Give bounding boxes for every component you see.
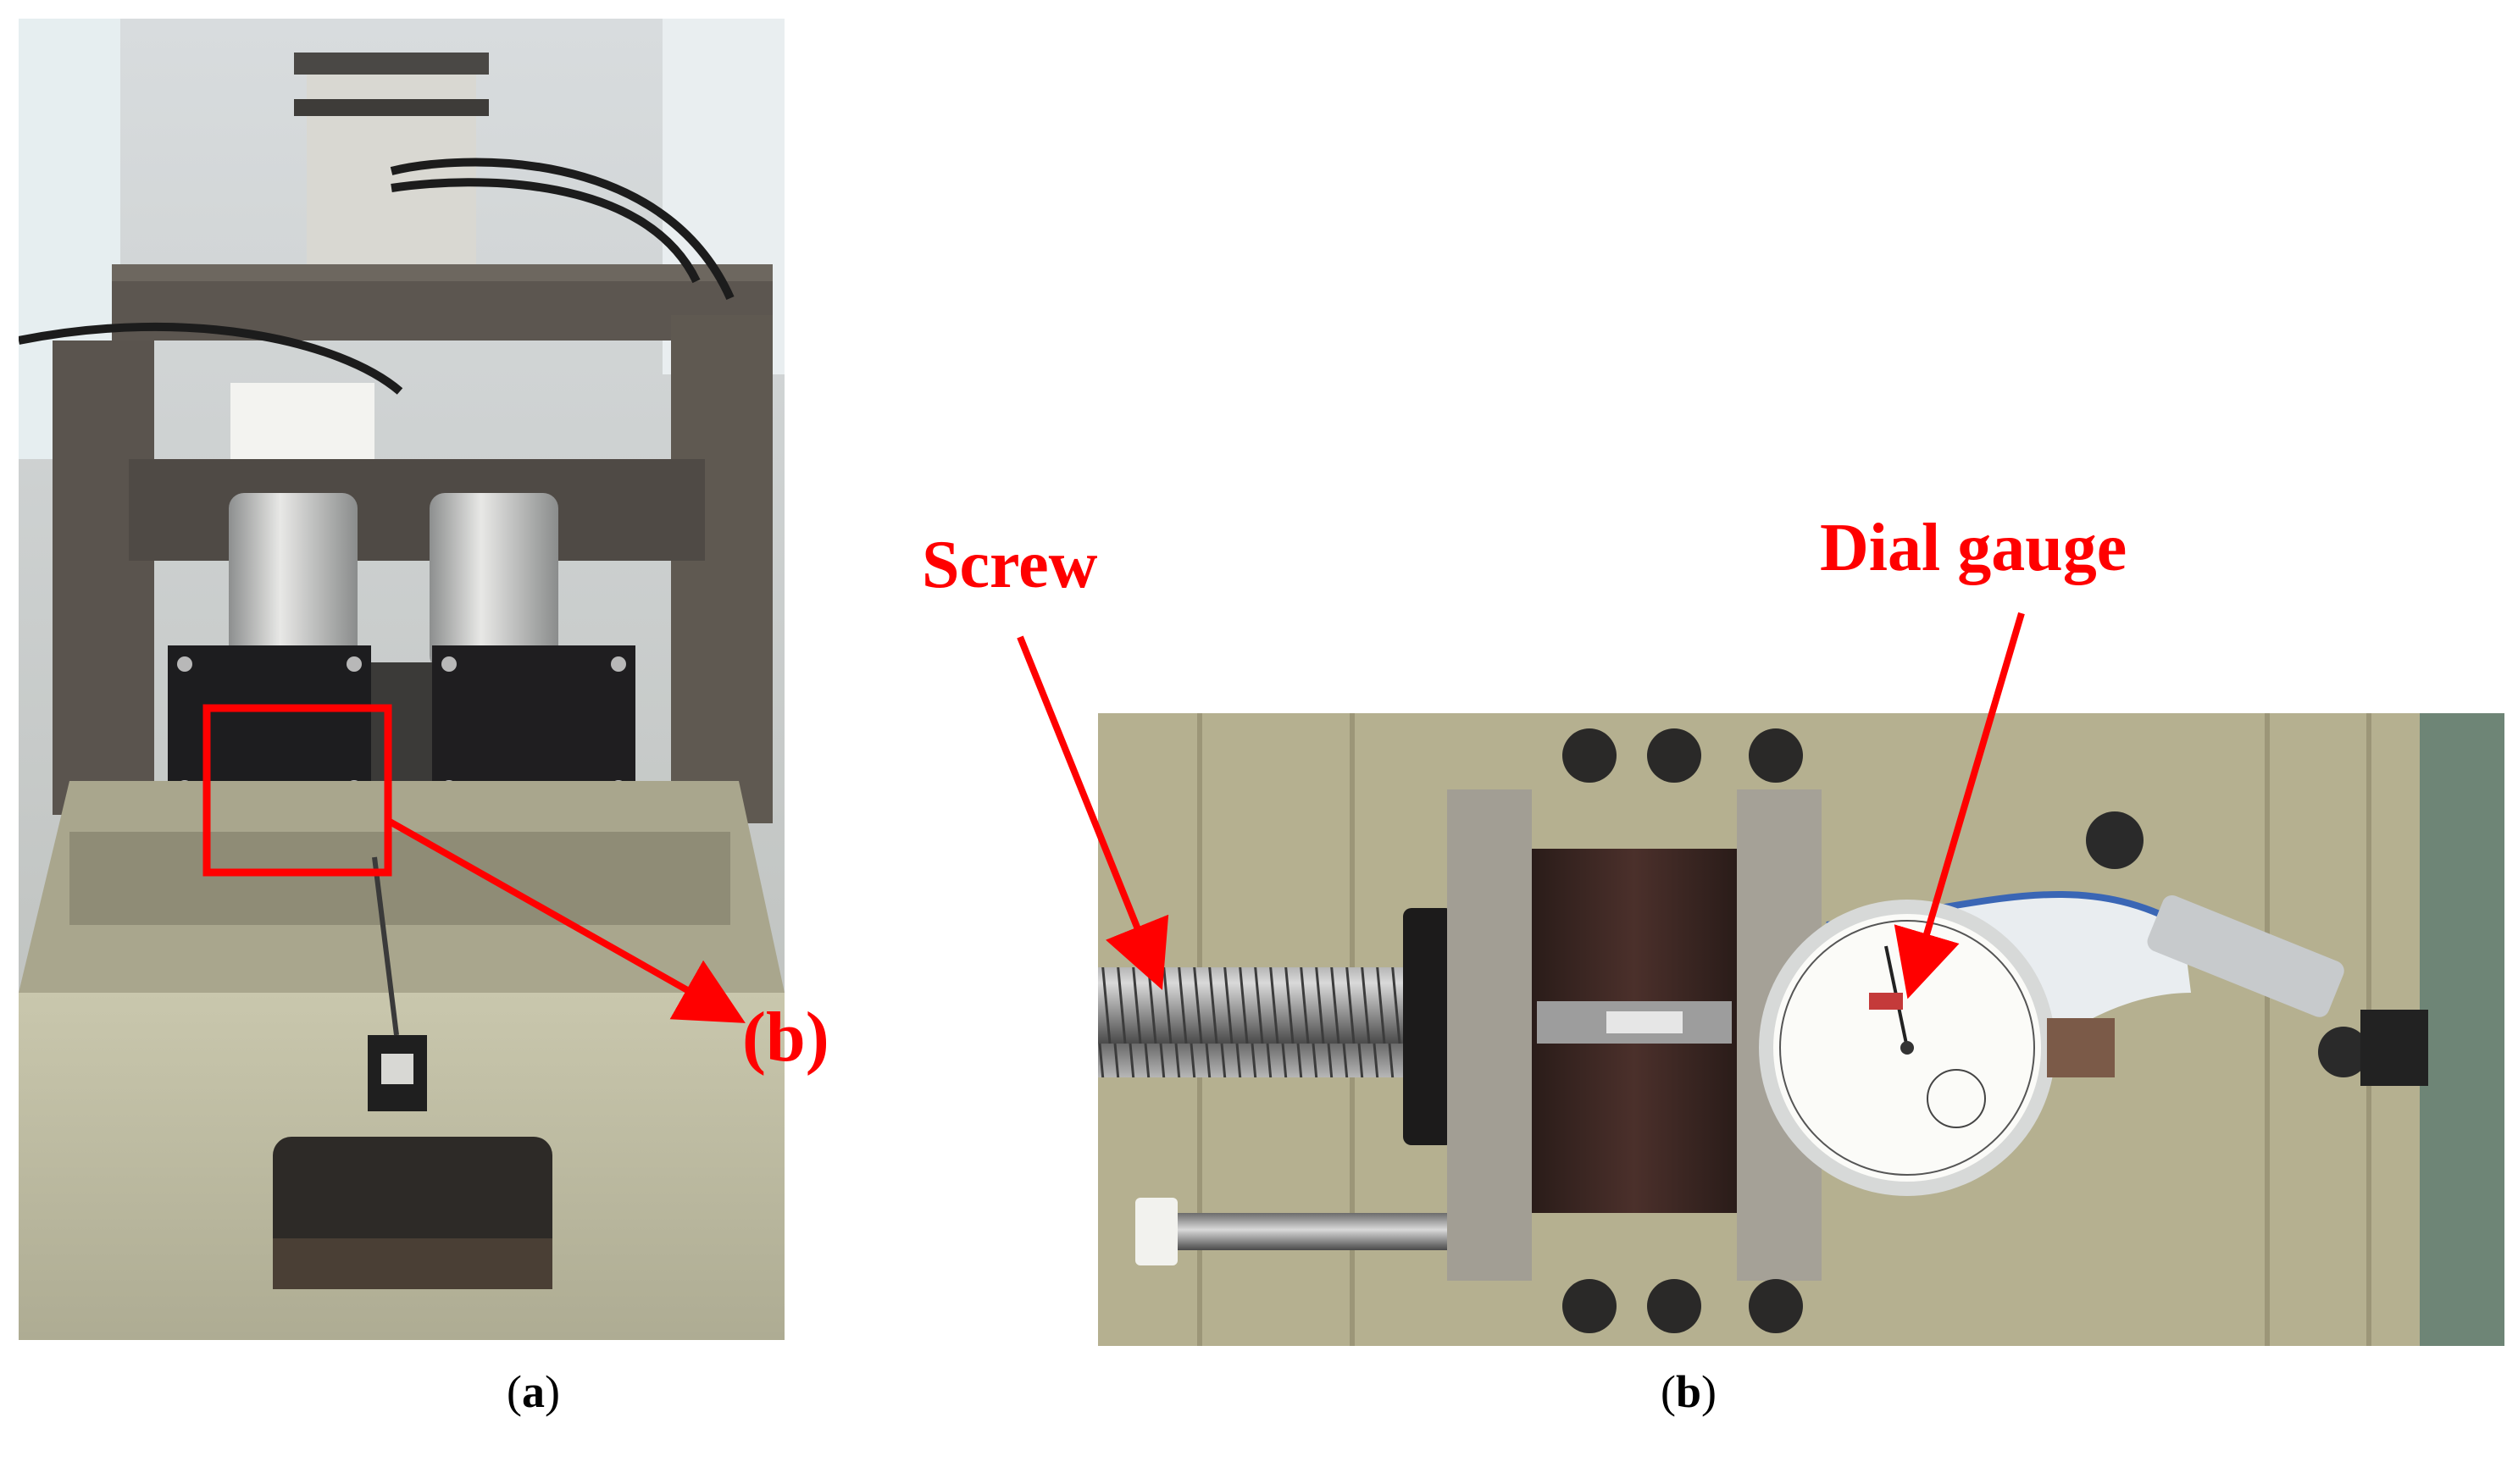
caption-b-letter: b [1675, 1366, 1702, 1417]
photo-b-closeup [1098, 713, 2504, 1346]
callout-screw: Screw [922, 528, 1098, 602]
callout-dial-gauge: Dial gauge [1820, 511, 2127, 585]
callout-b-reference: (b) [742, 998, 829, 1077]
caption-b: (b) [1661, 1366, 1717, 1417]
test-machine-photo [19, 19, 785, 1340]
closeup-photo [1098, 713, 2504, 1346]
caption-a: (a) [507, 1366, 560, 1417]
photo-a-test-machine [19, 19, 785, 1340]
caption-a-letter: a [521, 1366, 545, 1417]
